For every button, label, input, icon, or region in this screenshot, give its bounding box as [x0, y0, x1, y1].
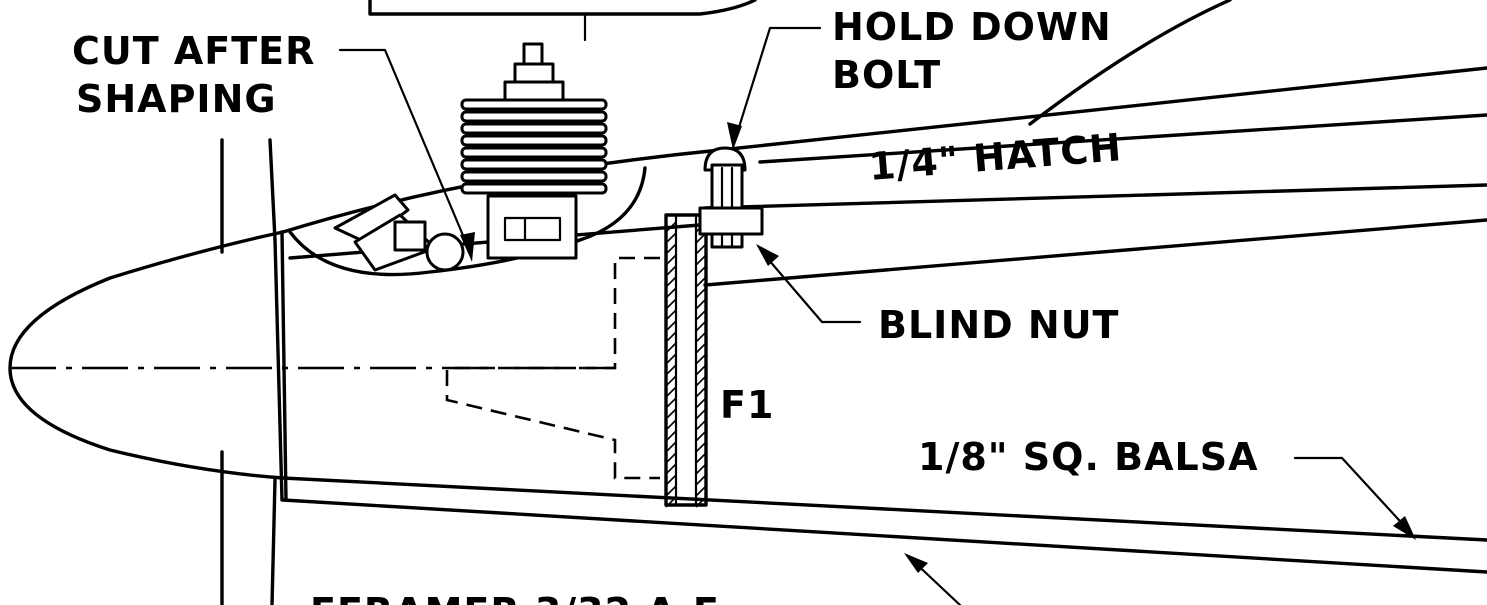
hatch-line — [695, 298, 707, 310]
hatch-line — [665, 276, 677, 288]
label-sq-balsa: 1/8" SQ. BALSA — [918, 435, 1259, 479]
hatch-line — [665, 309, 677, 321]
engine-mount-dashed — [445, 256, 660, 480]
hatch-line — [695, 254, 707, 266]
hatch-line — [665, 353, 677, 365]
hatch-line — [665, 441, 677, 453]
hatch-line — [665, 452, 677, 464]
firewall-f1 — [664, 213, 708, 508]
cylinder-fin — [460, 170, 608, 183]
hatch-line — [695, 485, 707, 497]
hatch-line — [695, 430, 707, 442]
label-hold-down-bolt: HOLD DOWN BOLT — [832, 5, 1112, 97]
cowl-cutout — [288, 166, 647, 277]
hatch-line — [665, 474, 677, 486]
hatch-line — [695, 265, 707, 277]
hatch-line — [695, 276, 707, 288]
hold-down-bolt — [698, 146, 764, 249]
hatch-line — [695, 331, 707, 343]
label-f1: F1 — [720, 383, 774, 427]
hatch-line — [665, 243, 677, 255]
cylinder-fin — [460, 110, 608, 123]
hatch-line — [665, 287, 677, 299]
hatch-line — [665, 342, 677, 354]
hatch-line — [695, 397, 707, 409]
label-hold-down-line1: HOLD DOWN — [832, 5, 1112, 49]
label-cut-after-line2: SHAPING — [76, 77, 277, 121]
cylinder-fin — [460, 158, 608, 171]
hatch-line — [695, 375, 707, 387]
cylinder-fin — [460, 122, 608, 135]
hatch-line — [695, 419, 707, 431]
top-box-fragment — [368, 0, 757, 42]
hatch-line — [695, 243, 707, 255]
hatch-line — [695, 287, 707, 299]
hatch-line — [695, 408, 707, 420]
hatch-line — [665, 463, 677, 475]
hatch-line — [665, 408, 677, 420]
cylinder-fin — [460, 134, 608, 147]
label-hold-down-line2: BOLT — [832, 53, 941, 97]
hatch-line — [665, 232, 677, 244]
engine-cylinder — [460, 42, 608, 260]
hatch-line — [695, 496, 707, 508]
hatch-line — [665, 485, 677, 497]
hatch-line — [665, 221, 677, 233]
label-cut-after-line1: CUT AFTER — [72, 29, 315, 73]
label-cut-after-shaping: CUT AFTER SHAPING — [72, 29, 315, 121]
cylinder-fin — [460, 146, 608, 159]
hatch-line — [665, 496, 677, 508]
fuselage-outline — [8, 66, 1487, 574]
hatch-line — [695, 364, 707, 376]
hatch-line — [695, 320, 707, 332]
hatch-line — [695, 463, 707, 475]
hatch-line — [665, 430, 677, 442]
hatch-line — [665, 298, 677, 310]
hatch-line — [695, 474, 707, 486]
hatch-line — [665, 265, 677, 277]
hatch-line — [665, 331, 677, 343]
hatch-line — [695, 452, 707, 464]
hatch-line — [695, 353, 707, 365]
cylinder-fin — [460, 182, 608, 195]
hatch-line — [665, 419, 677, 431]
hatch-line — [695, 309, 707, 321]
hatch-line — [665, 254, 677, 266]
hatch-line — [665, 375, 677, 387]
label-bottom-cut: FFRAMER 3/32 A.F. — [310, 590, 730, 605]
hatch-line — [695, 386, 707, 398]
hatch-line — [665, 364, 677, 376]
hatch-line — [665, 386, 677, 398]
hatch-line — [665, 320, 677, 332]
label-hatch: 1/4" HATCH — [867, 125, 1123, 189]
leaders — [338, 26, 1416, 605]
label-blind-nut: BLIND NUT — [878, 303, 1119, 347]
hatch-line — [665, 397, 677, 409]
hatch-line — [695, 342, 707, 354]
top-arc — [1028, 0, 1232, 126]
engine-parts — [333, 193, 465, 272]
hatch-line — [695, 441, 707, 453]
